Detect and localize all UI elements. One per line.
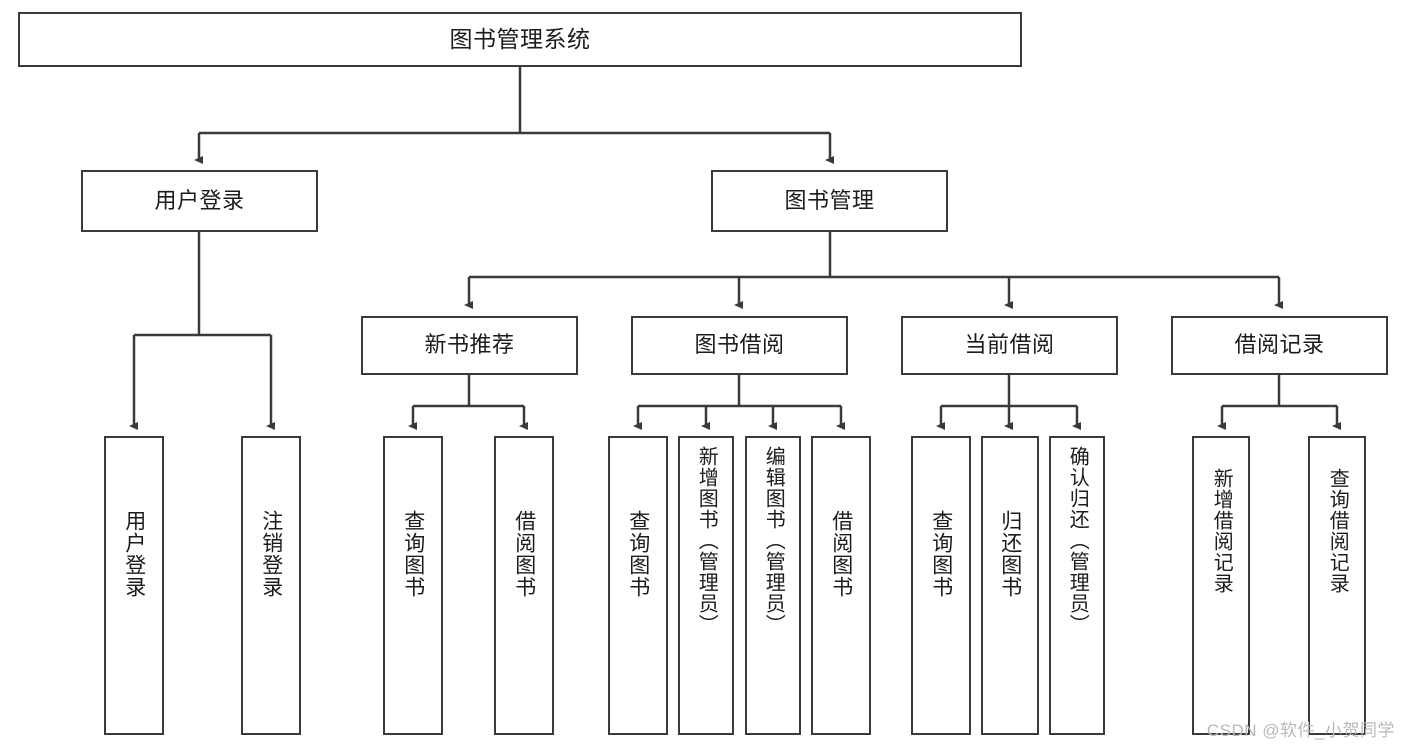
leaf-add-borrow-record-label: 新增借阅记录 [1210, 468, 1233, 594]
node-user-login-label: 用户登录 [154, 187, 245, 213]
leaf-borrow-book-2-label: 借阅图书 [829, 510, 853, 598]
csdn-watermark: CSDN @软件_小贺同学 [1206, 721, 1395, 740]
node-new-book-recommendation[interactable]: 新书推荐 [361, 316, 578, 375]
leaf-edit-book[interactable]: 编辑图书（管理员） [745, 436, 801, 735]
leaf-borrow-book-2[interactable]: 借阅图书 [811, 436, 871, 735]
leaf-borrow-book-1[interactable]: 借阅图书 [494, 436, 554, 735]
leaf-query-borrow-record[interactable]: 查询借阅记录 [1308, 436, 1366, 735]
node-root-label: 图书管理系统 [449, 25, 591, 52]
leaf-query-borrow-record-label: 查询借阅记录 [1326, 468, 1349, 594]
node-book-management-label: 图书管理 [784, 187, 875, 213]
node-borrow-record-label: 借阅记录 [1234, 332, 1325, 358]
leaf-logout-label: 注销登录 [259, 510, 283, 598]
leaf-add-borrow-record[interactable]: 新增借阅记录 [1192, 436, 1250, 735]
node-root[interactable]: 图书管理系统 [18, 12, 1022, 67]
node-user-login[interactable]: 用户登录 [81, 170, 318, 232]
leaf-user-login-label: 用户登录 [122, 510, 146, 598]
node-current-borrow-label: 当前借阅 [964, 332, 1055, 358]
node-book-borrow-label: 图书借阅 [694, 332, 785, 358]
node-book-management[interactable]: 图书管理 [711, 170, 948, 232]
leaf-query-book-3-label: 查询图书 [929, 510, 953, 598]
node-borrow-record[interactable]: 借阅记录 [1171, 316, 1388, 375]
leaf-query-book-2[interactable]: 查询图书 [608, 436, 668, 735]
leaf-add-book-label: 新增图书（管理员） [695, 446, 718, 635]
leaf-query-book-1[interactable]: 查询图书 [383, 436, 443, 735]
leaf-confirm-return[interactable]: 确认归还（管理员） [1049, 436, 1105, 735]
leaf-query-book-2-label: 查询图书 [626, 510, 650, 598]
leaf-return-book-label: 归还图书 [998, 510, 1022, 598]
node-current-borrow[interactable]: 当前借阅 [901, 316, 1118, 375]
leaf-confirm-return-label: 确认归还（管理员） [1066, 446, 1089, 635]
leaf-logout[interactable]: 注销登录 [241, 436, 301, 735]
leaf-borrow-book-1-label: 借阅图书 [512, 510, 536, 598]
node-book-borrow[interactable]: 图书借阅 [631, 316, 848, 375]
leaf-user-login[interactable]: 用户登录 [104, 436, 164, 735]
leaf-edit-book-label: 编辑图书（管理员） [762, 446, 785, 635]
leaf-query-book-1-label: 查询图书 [401, 510, 425, 598]
leaf-query-book-3[interactable]: 查询图书 [911, 436, 971, 735]
leaf-return-book[interactable]: 归还图书 [981, 436, 1039, 735]
leaf-add-book[interactable]: 新增图书（管理员） [678, 436, 734, 735]
node-new-book-recommendation-label: 新书推荐 [424, 332, 515, 358]
